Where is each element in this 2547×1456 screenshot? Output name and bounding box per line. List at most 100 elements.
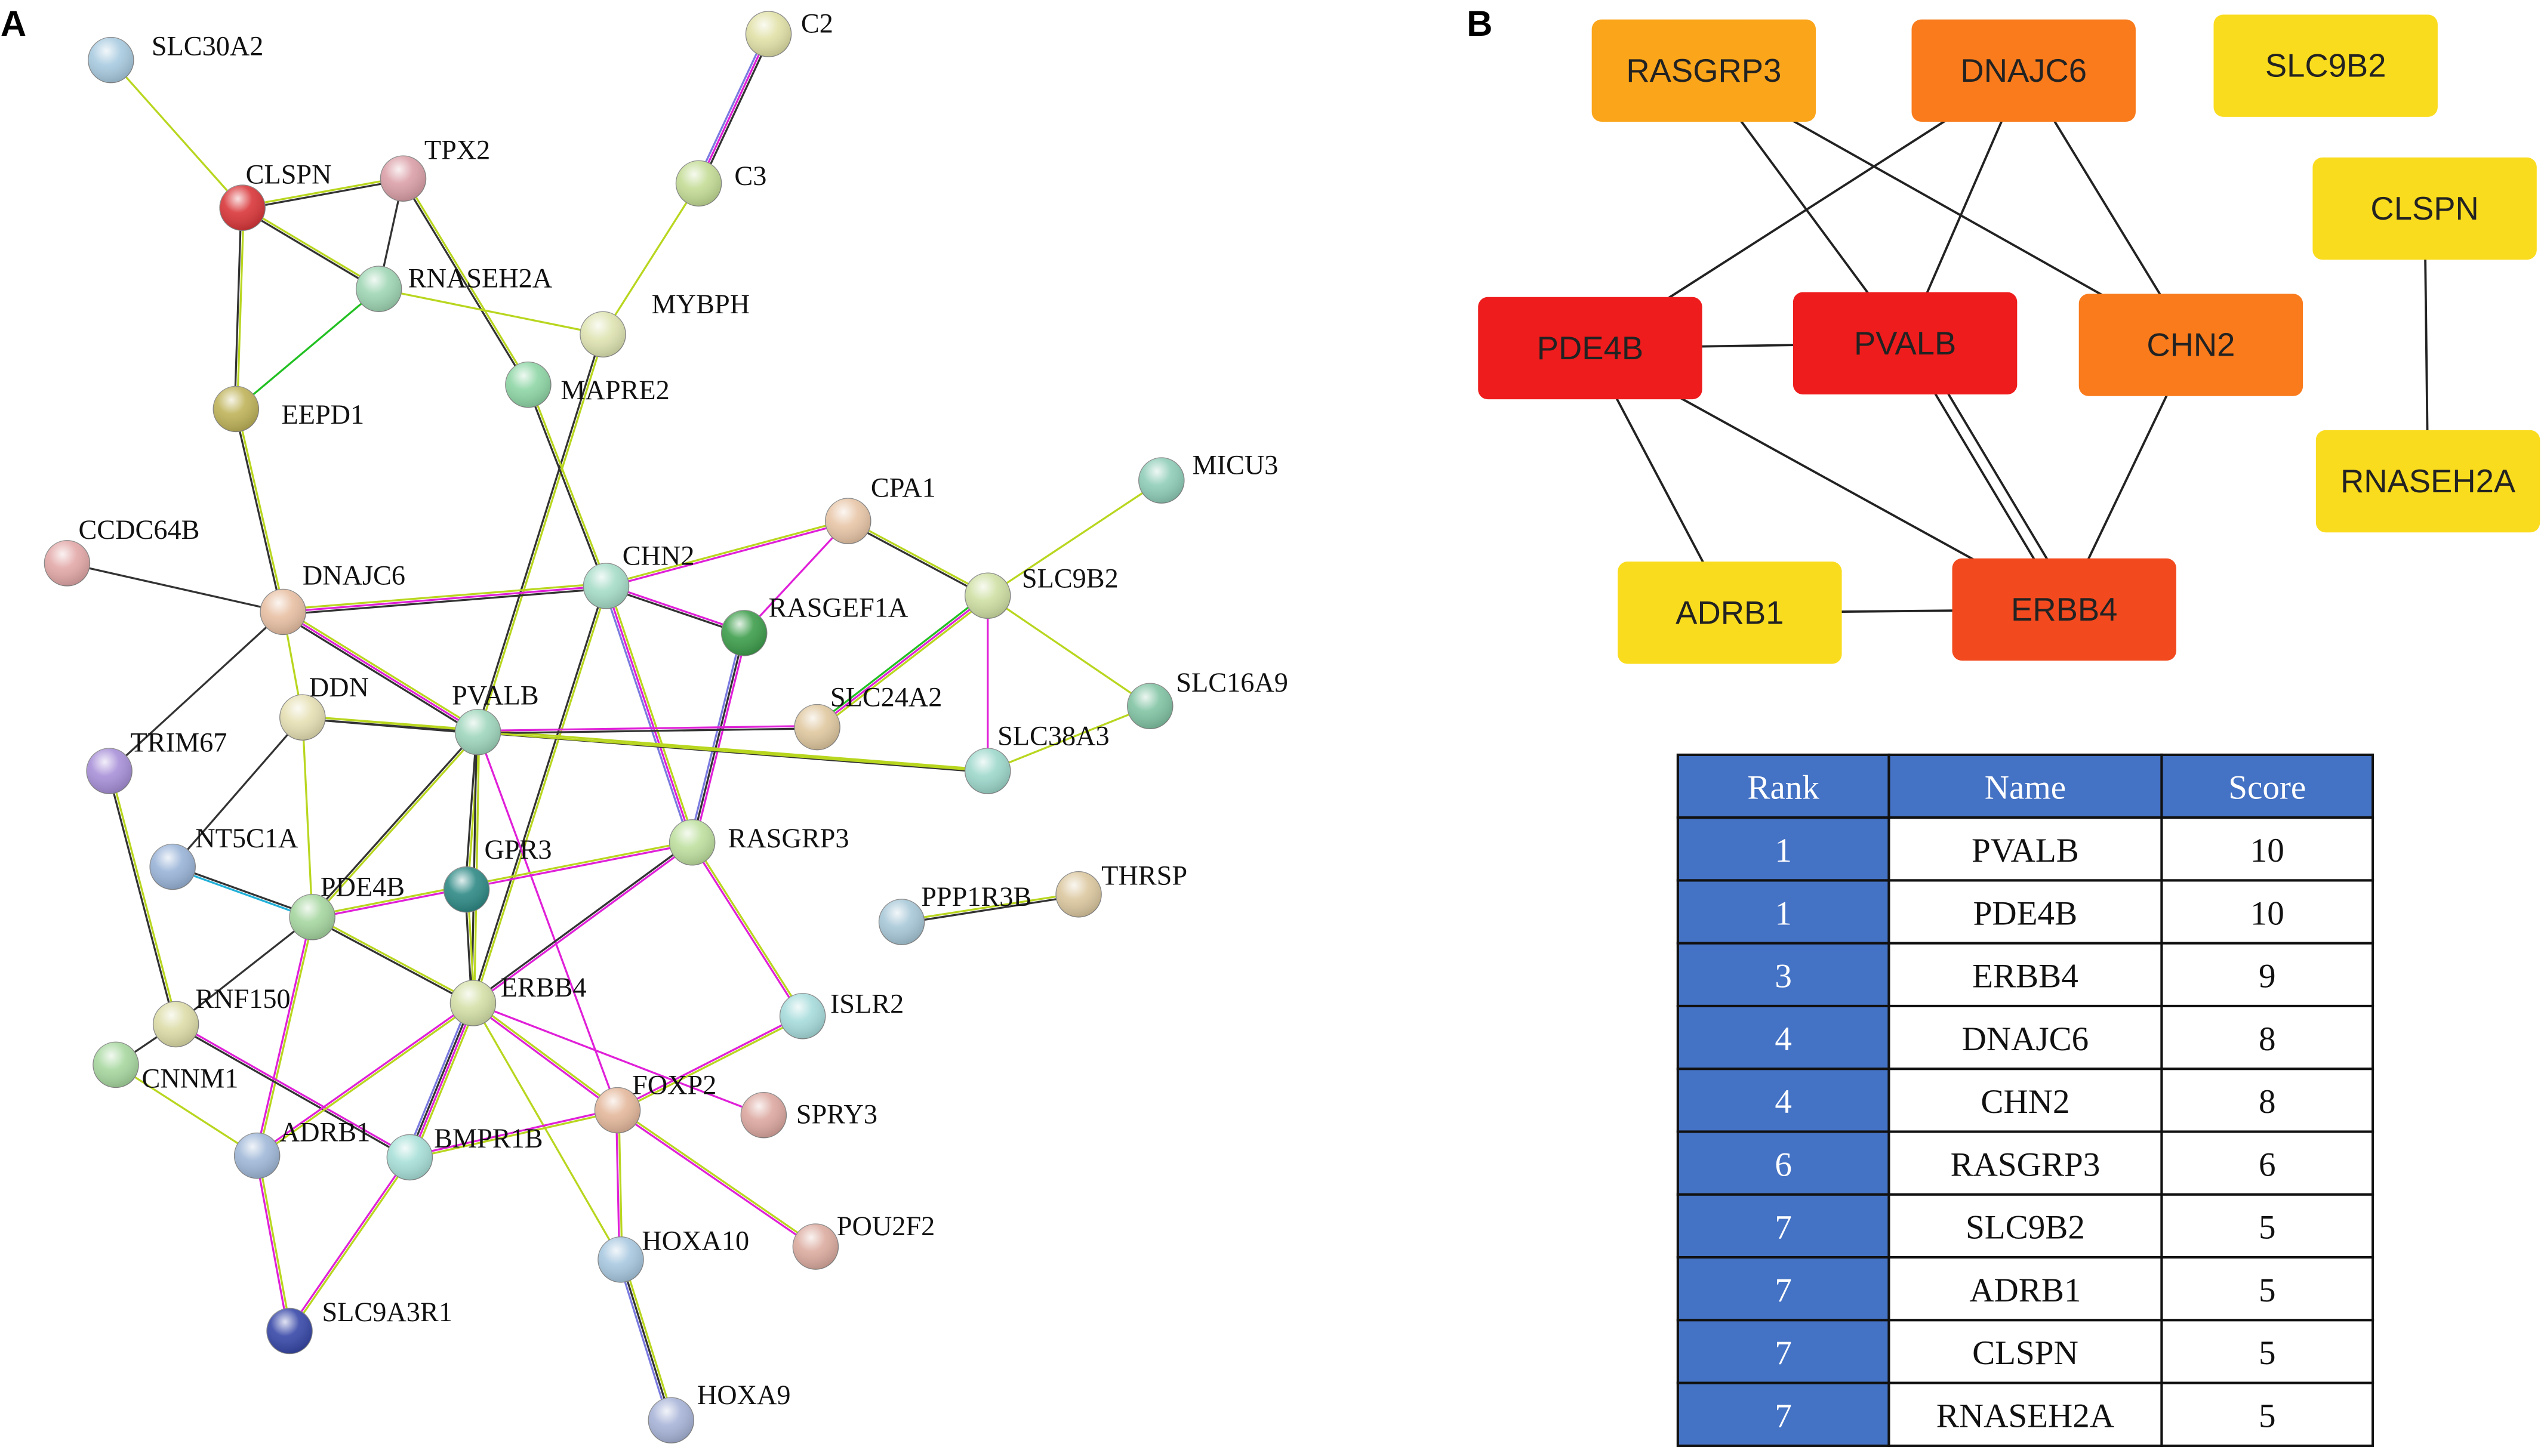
edge-ddn-nt5c1a — [171, 717, 304, 868]
node-label: THRSP — [1101, 860, 1187, 891]
node-slc9b2[interactable]: SLC9B2 — [964, 564, 1119, 619]
node-gpr3[interactable]: GPR3 — [443, 835, 552, 913]
edge-micu3-slc9b2 — [987, 479, 1162, 597]
node-mapre2[interactable]: MAPRE2 — [505, 361, 670, 408]
edge-rnaseh2a-eepd1 — [235, 288, 380, 410]
node-cnnm1[interactable]: CNNM1 — [93, 1041, 239, 1094]
edge-rnf150-bmpr1b — [174, 1022, 411, 1159]
hub-node-pde4b[interactable]: PDE4B — [1478, 297, 1702, 400]
node-thrsp[interactable]: THRSP — [1055, 860, 1187, 918]
edge-erbb4-adrb1 — [255, 1001, 475, 1158]
edge-pvalb-slc24a2 — [478, 724, 818, 735]
node-islr2[interactable]: ISLR2 — [779, 989, 904, 1039]
node-slc38a3[interactable]: SLC38A3 — [964, 721, 1110, 794]
edge-pde4b-adrb1 — [254, 917, 315, 1156]
hub-node-dnajc6[interactable]: DNAJC6 — [1911, 19, 2136, 122]
node-label: C2 — [801, 8, 833, 39]
edge-pvalb-foxp2 — [477, 732, 619, 1111]
edge-slc30a2-clspn — [110, 59, 244, 209]
name-cell: ADRB1 — [1969, 1272, 2081, 1309]
node-clspn[interactable]: CLSPN — [219, 159, 332, 231]
node-eepd1[interactable]: EEPD1 — [212, 385, 364, 433]
node-label: CNNM1 — [142, 1064, 239, 1094]
node-label: RNASEH2A — [408, 263, 553, 294]
node-micu3[interactable]: MICU3 — [1138, 450, 1279, 504]
node-trim67[interactable]: TRIM67 — [86, 727, 227, 794]
node-rasgrp3[interactable]: RASGRP3 — [669, 819, 849, 866]
node-label: RASGRP3 — [728, 823, 849, 854]
score-cell: 8 — [2259, 1083, 2276, 1121]
node-slc24a2[interactable]: SLC24A2 — [794, 682, 942, 751]
edge-cpa1-rasgef1a — [743, 520, 849, 634]
node-bmpr1b[interactable]: BMPR1B — [386, 1124, 543, 1181]
edge-ddn-pde4b — [301, 717, 313, 917]
hub-node-rnaseh2a[interactable]: RNASEH2A — [2315, 430, 2540, 533]
node-slc30a2[interactable]: SLC30A2 — [88, 31, 264, 84]
node-dnajc6[interactable]: DNAJC6 — [260, 560, 405, 636]
node-label: BMPR1B — [434, 1124, 543, 1154]
edge-foxp2-pou2f2 — [616, 1108, 817, 1249]
node-adrb1[interactable]: ADRB1 — [233, 1117, 371, 1179]
edge-slc16a9-slc38a3 — [987, 705, 1151, 772]
node-c2[interactable]: C2 — [745, 8, 833, 57]
edge-cnnm1-adrb1 — [115, 1064, 258, 1157]
edge-rasgef1a-rasgrp3 — [688, 632, 748, 844]
node-slc16a9[interactable]: SLC16A9 — [1127, 668, 1288, 730]
node-ddn[interactable]: DDN — [279, 673, 369, 741]
edge-ccdc64b-dnajc6 — [67, 562, 284, 613]
node-hoxa10[interactable]: HOXA10 — [598, 1226, 749, 1283]
node-mybph[interactable]: MYBPH — [580, 289, 750, 358]
node-label: PDE4B — [321, 872, 405, 903]
score-cell: 10 — [2250, 832, 2284, 869]
edge-slc9b2-slc24a2 — [815, 593, 990, 730]
node-pvalb[interactable]: PVALB — [452, 681, 539, 755]
name-cell: RNASEH2A — [1936, 1397, 2114, 1435]
rank-cell: 7 — [1775, 1334, 1792, 1372]
node-chn2[interactable]: CHN2 — [583, 541, 694, 609]
edge-pvalb-gpr3 — [464, 732, 481, 890]
edge-erbb4-foxp2 — [472, 1001, 619, 1112]
node-label: SPRY3 — [796, 1099, 877, 1130]
node-ppp1r3b[interactable]: PPP1R3B — [878, 882, 1031, 945]
edge-pde4b-erbb4 — [311, 915, 475, 1005]
node-label: DNAJC6 — [303, 560, 405, 591]
node-rnaseh2a[interactable]: RNASEH2A — [355, 263, 553, 312]
node-cpa1[interactable]: CPA1 — [825, 473, 936, 544]
node-label: MAPRE2 — [560, 375, 669, 406]
node-pou2f2[interactable]: POU2F2 — [792, 1211, 935, 1270]
node-label: RASGEF1A — [769, 593, 908, 624]
edge-pvalb-slc38a3 — [478, 731, 988, 772]
score-cell: 9 — [2259, 958, 2276, 995]
hub-node-label: ADRB1 — [1676, 594, 1784, 631]
hub-node-erbb4[interactable]: ERBB4 — [1952, 558, 2176, 661]
node-tpx2[interactable]: TPX2 — [380, 135, 490, 202]
node-spry3[interactable]: SPRY3 — [740, 1092, 877, 1139]
panel-b-label: B — [1467, 4, 1492, 44]
rank-cell: 4 — [1775, 1020, 1792, 1058]
node-pde4b[interactable]: PDE4B — [289, 872, 405, 940]
node-nt5c1a[interactable]: NT5C1A — [149, 823, 298, 890]
node-rnf150[interactable]: RNF150 — [152, 984, 291, 1048]
edge-islr2-foxp2 — [616, 1014, 804, 1112]
node-rasgef1a[interactable]: RASGEF1A — [720, 593, 908, 656]
edge-clspn-tpx2 — [242, 176, 404, 210]
node-ccdc64b[interactable]: CCDC64B — [44, 515, 199, 587]
hub-node-adrb1[interactable]: ADRB1 — [1618, 562, 1842, 664]
column-header-score: Score — [2228, 769, 2306, 807]
node-erbb4[interactable]: ERBB4 — [449, 973, 587, 1026]
hub-node-chn2[interactable]: CHN2 — [2078, 294, 2303, 396]
hub-node-clspn[interactable]: CLSPN — [2312, 157, 2537, 260]
node-c3[interactable]: C3 — [675, 160, 766, 207]
hub-node-slc9b2[interactable]: SLC9B2 — [2213, 14, 2438, 117]
node-hoxa9[interactable]: HOXA9 — [648, 1380, 791, 1443]
node-slc9a3r1[interactable]: SLC9A3R1 — [266, 1297, 452, 1355]
edge-rasgrp3-erbb4 — [472, 840, 694, 1005]
name-cell: CLSPN — [1972, 1334, 2078, 1372]
edge-dnajc6-pvalb — [281, 609, 480, 735]
edge-rasgrp3-islr2 — [690, 841, 805, 1017]
rank-cell: 4 — [1775, 1083, 1792, 1121]
hub-node-pvalb[interactable]: PVALB — [1793, 292, 2018, 395]
node-foxp2[interactable]: FOXP2 — [594, 1070, 716, 1134]
hub-node-rasgrp3[interactable]: RASGRP3 — [1591, 19, 1816, 122]
